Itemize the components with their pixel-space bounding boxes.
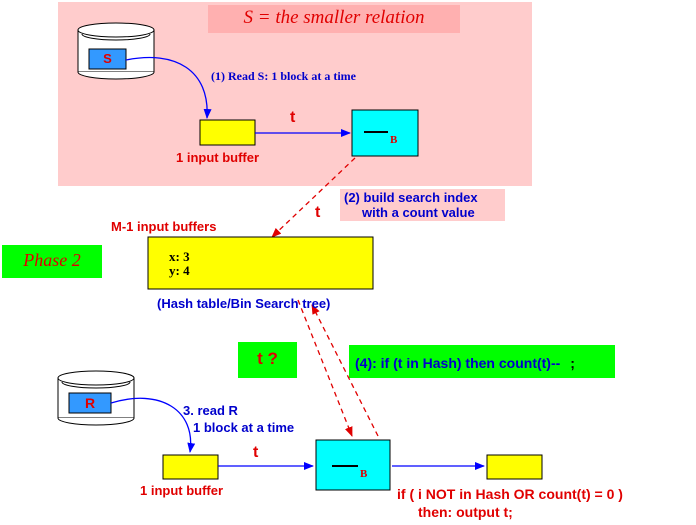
phase2-top-tuple-label: t <box>315 204 321 221</box>
phase2-output-bar-label: B <box>360 468 368 480</box>
relation-s-block <box>88 48 127 70</box>
phase1-title-box <box>208 5 460 33</box>
hash-table-buffer <box>147 236 374 290</box>
relation-s-label: S <box>103 51 112 66</box>
phase2-tuple-label: t <box>253 444 259 461</box>
output-condition-line2: then: output t; <box>418 504 513 520</box>
phase1-input-buffer <box>199 119 256 146</box>
buffers-label: M-1 input buffers <box>111 219 217 234</box>
relation-r-label: R <box>84 395 96 411</box>
build-step-label-line2: with a count value <box>362 205 475 220</box>
result-buffer <box>486 454 543 480</box>
phase1-output-bar-label: B <box>390 134 398 146</box>
phase2-label: Phase 2 <box>23 250 81 270</box>
step4-box <box>349 345 615 378</box>
step4-text: (4): if (t in Hash) then count(t)-- <box>355 355 561 371</box>
step4-suffix: ; <box>570 355 575 371</box>
build-index-arrow <box>271 157 356 238</box>
phase2-input-buffer <box>162 454 219 480</box>
probe-down-arrow <box>297 299 353 437</box>
probe-up-arrow <box>311 304 379 437</box>
build-step-label-line1: (2) build search index <box>344 190 478 205</box>
read-s-step-label: (1) Read S: 1 block at a time <box>211 69 356 83</box>
probe-box <box>238 342 297 378</box>
output-condition-line1: if ( i NOT in Hash OR count(t) = 0 ) <box>397 486 623 502</box>
phase2-input-buffer-label: 1 input buffer <box>140 483 224 498</box>
read-r-step-line2: 1 block at a time <box>193 420 295 435</box>
read-r-step-line1: 3. read R <box>183 403 238 418</box>
phase1-tuple-label: t <box>290 109 296 126</box>
phase1-output-buffer <box>351 109 419 157</box>
probe-label: t ? <box>257 349 278 368</box>
hash-entry-x: x: 3 <box>169 249 190 264</box>
structure-label: (Hash table/Bin Search tree) <box>157 296 331 311</box>
step4-label: (4): if (t in Hash) then count(t)--; <box>355 355 575 371</box>
read-r-arrow <box>110 397 196 453</box>
phase1-input-buffer-label: 1 input buffer <box>176 150 260 165</box>
build-step-box <box>340 189 505 221</box>
read-s-arrow <box>125 56 212 119</box>
phase2-label-box <box>2 245 102 278</box>
hash-entry-y: y: 4 <box>169 263 190 278</box>
phase1-title: S = the smaller relation <box>243 7 425 28</box>
